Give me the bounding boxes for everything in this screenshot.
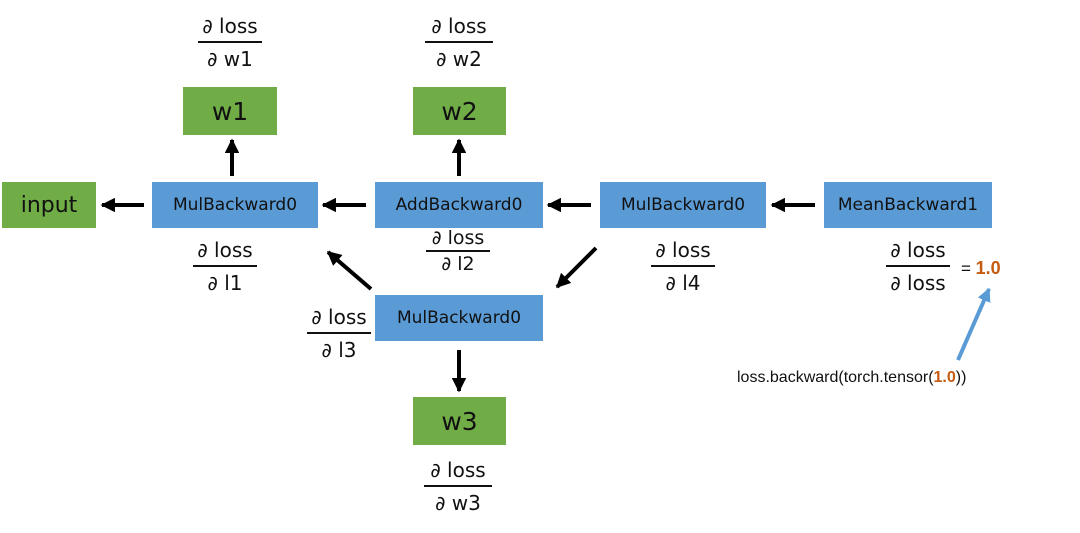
input-node: input bbox=[2, 182, 96, 228]
grad-l4-numerator: ∂ loss bbox=[655, 238, 711, 262]
mean-backward-node: MeanBackward1 bbox=[824, 182, 992, 228]
grad-l3-numerator: ∂ loss bbox=[311, 305, 367, 329]
grad-w3: ∂ loss ∂ w3 bbox=[424, 460, 492, 513]
w1-node: w1 bbox=[183, 87, 277, 135]
grad-l3-bar bbox=[307, 332, 371, 334]
grad-l1-bar bbox=[193, 265, 257, 267]
equals-sign: = bbox=[961, 259, 971, 278]
edge-mul-right-to-mul-bottom bbox=[555, 246, 598, 289]
edge-call-to-result bbox=[956, 287, 991, 361]
grad-loss-bar bbox=[886, 265, 950, 267]
grad-l3-denominator: ∂ l3 bbox=[321, 338, 357, 362]
grad-l1-numerator: ∂ loss bbox=[197, 238, 253, 262]
grad-w1-numerator: ∂ loss bbox=[202, 14, 258, 38]
grad-w2-denominator: ∂ w2 bbox=[436, 47, 482, 71]
backward-call-label: loss.backward(torch.tensor(1.0)) bbox=[737, 369, 966, 387]
grad-loss-numerator: ∂ loss bbox=[890, 238, 946, 262]
mul-backward-left-node: MulBackward0 bbox=[152, 182, 318, 228]
grad-l1: ∂ loss ∂ l1 bbox=[193, 240, 257, 293]
grad-l3: ∂ loss ∂ l3 bbox=[307, 307, 371, 360]
mul-backward-right-node: MulBackward0 bbox=[600, 182, 766, 228]
grad-l4-denominator: ∂ l4 bbox=[665, 271, 701, 295]
w3-node: w3 bbox=[413, 397, 506, 445]
grad-w1-denominator: ∂ w1 bbox=[207, 47, 253, 71]
grad-l1-denominator: ∂ l1 bbox=[207, 271, 243, 295]
grad-l2-denominator: ∂ l2 bbox=[441, 253, 475, 275]
backward-call-prefix: loss.backward(torch.tensor( bbox=[737, 369, 934, 386]
grad-w1: ∂ loss ∂ w1 bbox=[198, 16, 262, 69]
grad-loss-denominator: ∂ loss bbox=[890, 271, 946, 295]
grad-w3-bar bbox=[424, 485, 492, 487]
grad-l2-numerator: ∂ loss bbox=[431, 227, 485, 249]
grad-l2-bar bbox=[426, 250, 490, 252]
grad-l4-bar bbox=[651, 265, 715, 267]
grad-w2: ∂ loss ∂ w2 bbox=[425, 16, 493, 69]
grad-w1-bar bbox=[198, 41, 262, 43]
backward-call-suffix: )) bbox=[955, 369, 967, 386]
add-backward-node: AddBackward0 bbox=[375, 182, 543, 228]
w2-node: w2 bbox=[413, 87, 506, 135]
backward-call-value: 1.0 bbox=[933, 369, 956, 386]
grad-w2-numerator: ∂ loss bbox=[431, 14, 487, 38]
result-value: 1.0 bbox=[975, 258, 1001, 278]
mul-backward-bottom-node: MulBackward0 bbox=[375, 295, 543, 341]
edge-mul-bottom-to-mul-left bbox=[326, 250, 373, 291]
grad-w3-denominator: ∂ w3 bbox=[435, 491, 481, 515]
grad-w3-numerator: ∂ loss bbox=[430, 458, 486, 482]
loss-gradient-result: = 1.0 bbox=[961, 258, 1001, 279]
grad-l4: ∂ loss ∂ l4 bbox=[651, 240, 715, 293]
grad-w2-bar bbox=[425, 41, 493, 43]
grad-l2: ∂ loss ∂ l2 bbox=[426, 229, 490, 274]
grad-loss: ∂ loss ∂ loss bbox=[886, 240, 950, 293]
